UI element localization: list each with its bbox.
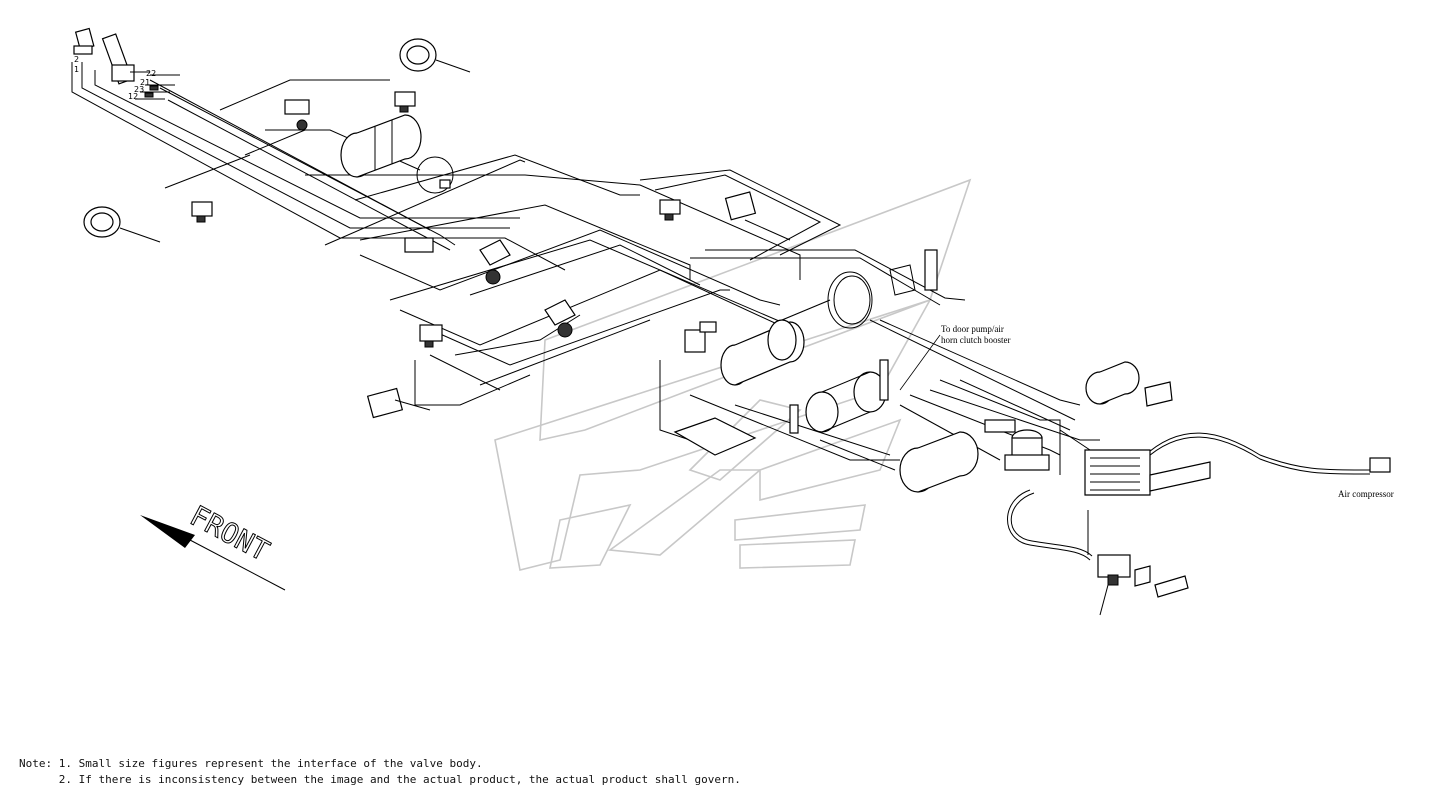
mounting-plate: [673, 417, 757, 456]
spring-brake-lower-left: [366, 387, 431, 419]
relay-valve-2: [191, 201, 213, 223]
quick-release-valve: [284, 99, 310, 131]
unloader-valve: [1097, 554, 1131, 616]
compressor-connector: [1369, 457, 1391, 473]
door-pump-callout-line2: horn clutch booster: [941, 335, 1010, 345]
fittings-top-left: [135, 74, 180, 100]
relay-valve-3: [659, 199, 681, 221]
watermark-logo: [494, 178, 972, 571]
spring-brake-upper-right: [724, 191, 791, 241]
relay-valve-4: [419, 324, 443, 348]
note-line-1: Note: 1. Small size figures represent th…: [19, 757, 483, 770]
bracket-3: [789, 359, 889, 434]
bracket-4: [984, 419, 1016, 433]
four-circuit-protection-valve: [479, 239, 511, 285]
air-tank-6: [1085, 361, 1140, 405]
tank-strap-1: [416, 156, 454, 194]
bracket-6: [1134, 565, 1189, 598]
valve-num-2: 2: [74, 55, 79, 64]
valve-num-12: 12: [128, 92, 138, 101]
air-tank-1: [340, 114, 422, 178]
brake-valve-center: [544, 299, 576, 338]
front-arrow-icon: [140, 515, 195, 548]
cooling-coil: [1084, 449, 1151, 496]
brake-chamber-front-right: [399, 38, 471, 73]
air-tank-5: [899, 431, 979, 493]
valve-cluster-middle: [684, 321, 717, 353]
front-direction-indicator: FRONT: [140, 499, 286, 591]
note-line-2: 2. If there is inconsistency between the…: [19, 773, 741, 786]
front-label: FRONT: [185, 499, 275, 568]
door-pump-callout-line1: To door pump/air: [941, 324, 1004, 334]
bracket-5: [1144, 381, 1211, 492]
relay-valve-1: [394, 91, 416, 113]
valve-num-1: 1: [74, 65, 79, 74]
bracket-1: [889, 249, 938, 296]
air-line-network: [71, 62, 1371, 561]
tank-strap-2: [827, 271, 873, 329]
valve-num-23: 23: [134, 85, 144, 94]
air-dryer: [1004, 429, 1050, 471]
valve-num-22: 22: [146, 69, 156, 78]
bracket-2: [404, 237, 434, 253]
valve-num-21: 21: [140, 78, 150, 87]
hand-brake-valve: [73, 27, 150, 85]
air-tank-4: [805, 371, 887, 433]
air-compressor-callout: Air compressor: [1338, 489, 1394, 499]
valve-number-labels: 2 1 22 21 23 12: [74, 55, 156, 101]
brake-chamber-front-left: [83, 206, 161, 243]
air-tank-3: [767, 299, 831, 361]
